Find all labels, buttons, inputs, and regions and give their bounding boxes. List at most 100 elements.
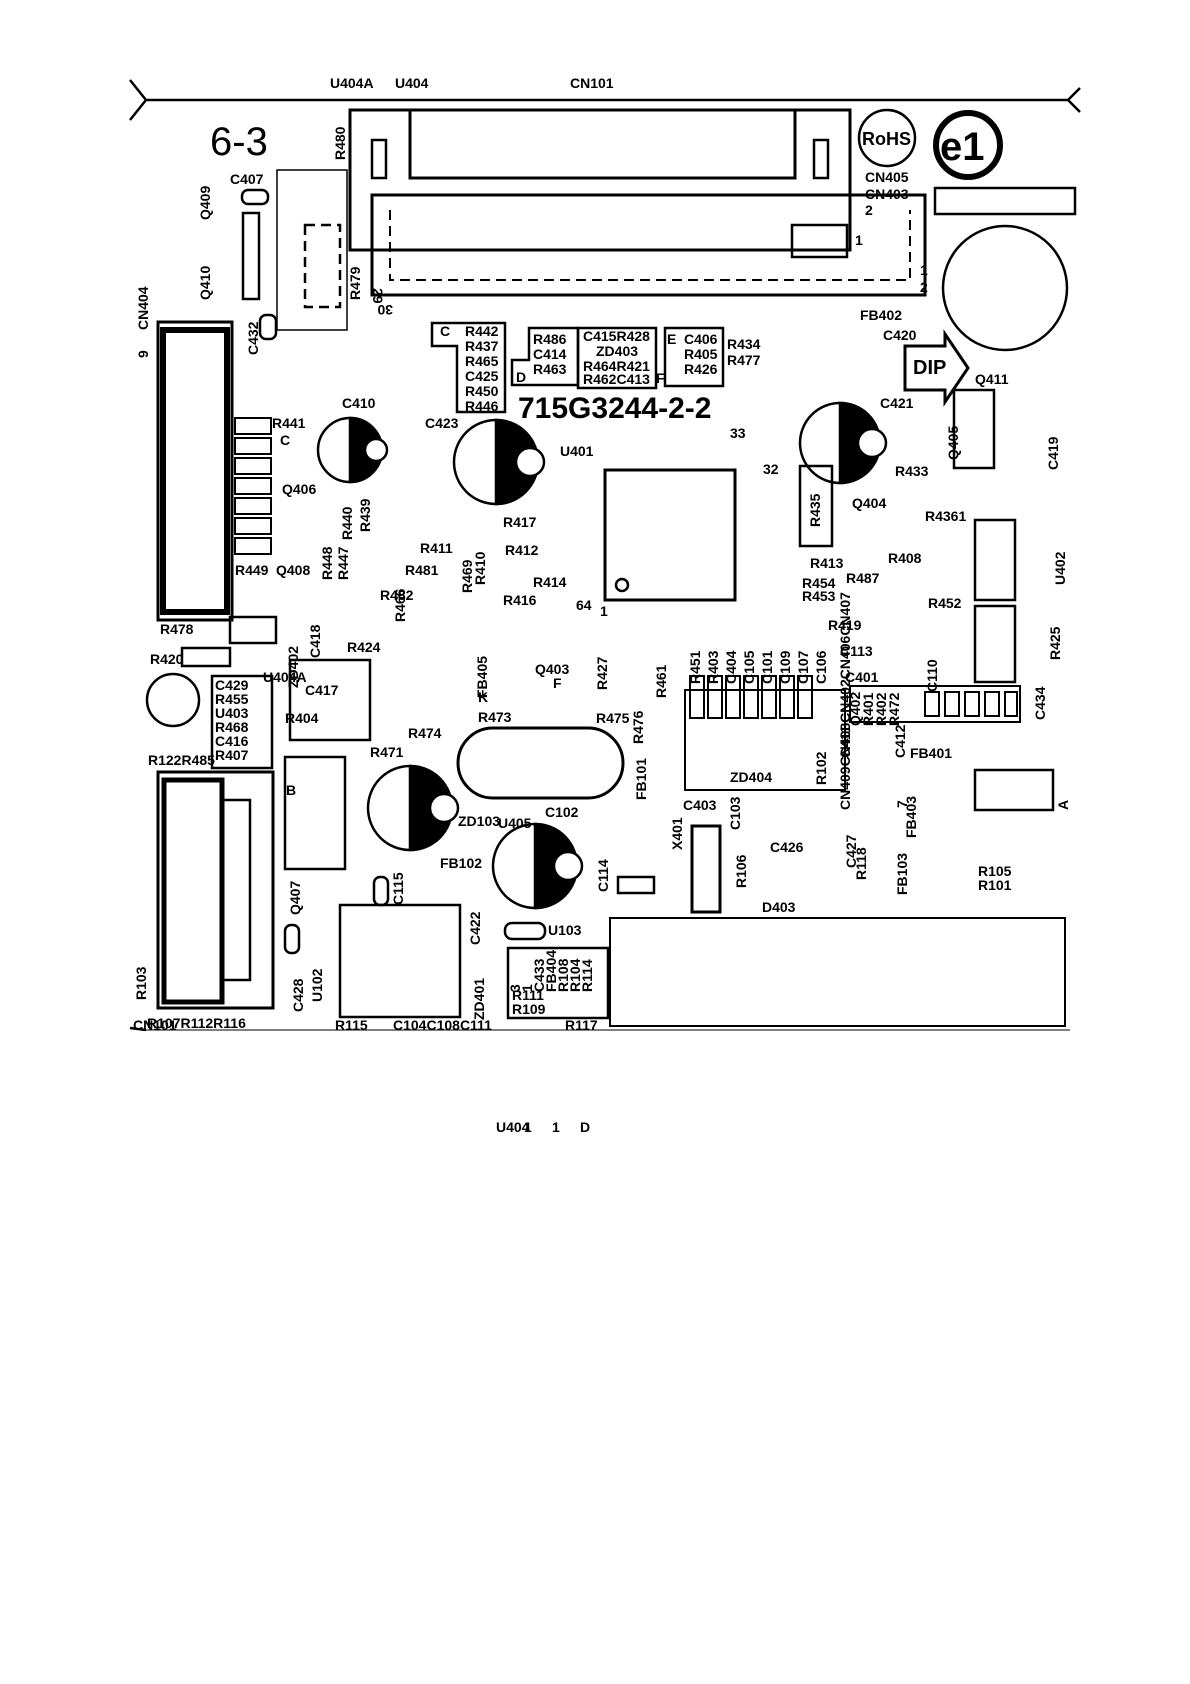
ref-label-5: CN403 xyxy=(865,186,909,202)
ref-label-47: C423 xyxy=(425,415,459,431)
e1-circle xyxy=(933,110,1003,180)
ref-label-131: R103 xyxy=(133,966,149,1000)
ref-label-104: R425 xyxy=(1047,626,1063,660)
ref-label-36: C406 xyxy=(684,331,718,347)
ref-label-103: C401 xyxy=(845,669,879,685)
ref-label-142: ZD103 xyxy=(458,813,500,829)
ref-label-93: R451 xyxy=(687,650,703,684)
ref-label-168: R114 xyxy=(579,959,595,992)
ref-label-100: C106 xyxy=(813,650,829,684)
ref-label-144: X401 xyxy=(669,817,685,850)
ref-label-141: U405 xyxy=(498,815,532,831)
ref-label-31: ZD403 xyxy=(596,343,638,359)
ref-label-122: R473 xyxy=(478,709,512,725)
ref-label-71: R416 xyxy=(503,592,537,608)
ref-label-179: 1 xyxy=(552,1119,560,1135)
ref-label-35: F xyxy=(656,370,665,386)
ref-label-49: C421 xyxy=(880,395,914,411)
ref-label-159: ZD401 xyxy=(471,978,487,1020)
ref-label-41: FB402 xyxy=(860,307,902,323)
ref-label-56: R440 xyxy=(339,506,355,540)
rohs-label: RoHS xyxy=(862,129,911,149)
part-number-label: 715G3244-2-2 xyxy=(518,392,711,425)
ref-label-34: E xyxy=(667,331,676,347)
ref-label-33: R462C413 xyxy=(583,371,650,387)
ref-label-172: R115 xyxy=(335,1017,368,1033)
ref-label-148: R118 xyxy=(853,847,869,880)
ref-label-66: R414 xyxy=(533,574,567,590)
ref-label-114: K xyxy=(478,689,488,705)
ref-label-67: Q408 xyxy=(276,562,310,578)
ref-label-26: R486 xyxy=(533,331,567,347)
ref-label-84: R478 xyxy=(160,621,194,637)
ref-label-4: CN405 xyxy=(865,169,909,185)
ref-label-150: R106 xyxy=(733,854,749,888)
ref-label-1: U404 xyxy=(395,75,429,91)
ref-label-110: R407 xyxy=(215,747,249,763)
ref-label-132: R122R485 xyxy=(148,752,215,768)
ref-label-116: Q402 xyxy=(847,692,863,726)
ref-label-18: C432 xyxy=(245,321,261,355)
ref-label-163: 1 xyxy=(519,984,535,992)
u404a-block xyxy=(338,903,462,1019)
ref-label-92: R461 xyxy=(653,664,669,698)
ref-label-111: C417 xyxy=(305,682,339,698)
crystal-x401 xyxy=(456,726,625,800)
ref-label-43: Q411 xyxy=(975,371,1009,387)
ref-label-83: R452 xyxy=(928,595,962,611)
ref-label-115: F xyxy=(553,675,562,691)
ref-label-30: C415R428 xyxy=(583,328,650,344)
ref-label-173: C104C108C111 xyxy=(393,1017,492,1033)
ref-label-52: R433 xyxy=(895,463,929,479)
ref-label-12: 1 xyxy=(920,262,928,278)
ref-label-81: R453 xyxy=(802,588,836,604)
ref-label-121: R474 xyxy=(408,725,442,741)
ref-label-97: C101 xyxy=(759,650,775,684)
dip-label: DIP xyxy=(913,357,946,379)
ref-label-175: CN101 xyxy=(133,1017,177,1033)
ref-label-107: U403 xyxy=(215,705,249,721)
ref-label-57: R439 xyxy=(357,498,373,532)
ref-label-82: R487 xyxy=(846,570,880,586)
ref-label-125: R471 xyxy=(370,744,404,760)
cn101-bottom-connector xyxy=(609,917,1066,1027)
ref-label-170: R109 xyxy=(512,1001,546,1017)
ref-label-147: FB403 xyxy=(903,796,919,838)
rohs-circle xyxy=(857,108,917,168)
ref-label-95: C404 xyxy=(723,650,739,684)
ref-label-109: C416 xyxy=(215,733,249,749)
ref-label-28: R463 xyxy=(533,361,567,377)
u401-ic xyxy=(603,468,737,602)
ref-label-130: R102 xyxy=(813,751,829,785)
ref-label-146: C427 xyxy=(843,834,859,868)
ref-label-90: Q403 xyxy=(535,661,569,677)
ref-label-140: C102 xyxy=(545,804,579,820)
ref-label-46: C xyxy=(280,432,290,448)
capacitor-c426 xyxy=(491,822,584,910)
ref-label-145: C426 xyxy=(770,839,804,855)
ref-label-94: R403 xyxy=(705,650,721,684)
ref-label-177: U404 xyxy=(496,1119,530,1135)
ref-label-96: C105 xyxy=(741,650,757,684)
ref-label-23: C425 xyxy=(465,368,499,384)
ref-label-149: FB103 xyxy=(894,853,910,895)
capacitor-c423 xyxy=(452,418,546,506)
ref-label-133: B xyxy=(286,782,296,798)
group-zd403-box xyxy=(576,326,658,390)
ref-label-136: 7 xyxy=(894,800,910,808)
u402-ic xyxy=(973,518,1017,602)
ref-label-61: R448 xyxy=(319,546,335,580)
ref-label-143: FB102 xyxy=(440,855,482,871)
ref-label-77: Q404 xyxy=(852,495,886,511)
ref-label-178: 1 xyxy=(524,1119,532,1135)
ref-label-108: R468 xyxy=(215,719,249,735)
ref-label-157: D403 xyxy=(762,899,796,915)
ref-label-55: Q406 xyxy=(282,481,316,497)
ref-label-78: R408 xyxy=(888,550,922,566)
ref-label-16: CN404 xyxy=(135,286,151,330)
ref-label-91: R427 xyxy=(594,656,610,690)
e1-label: e1 xyxy=(940,125,985,169)
ref-label-20: R442 xyxy=(465,323,499,339)
